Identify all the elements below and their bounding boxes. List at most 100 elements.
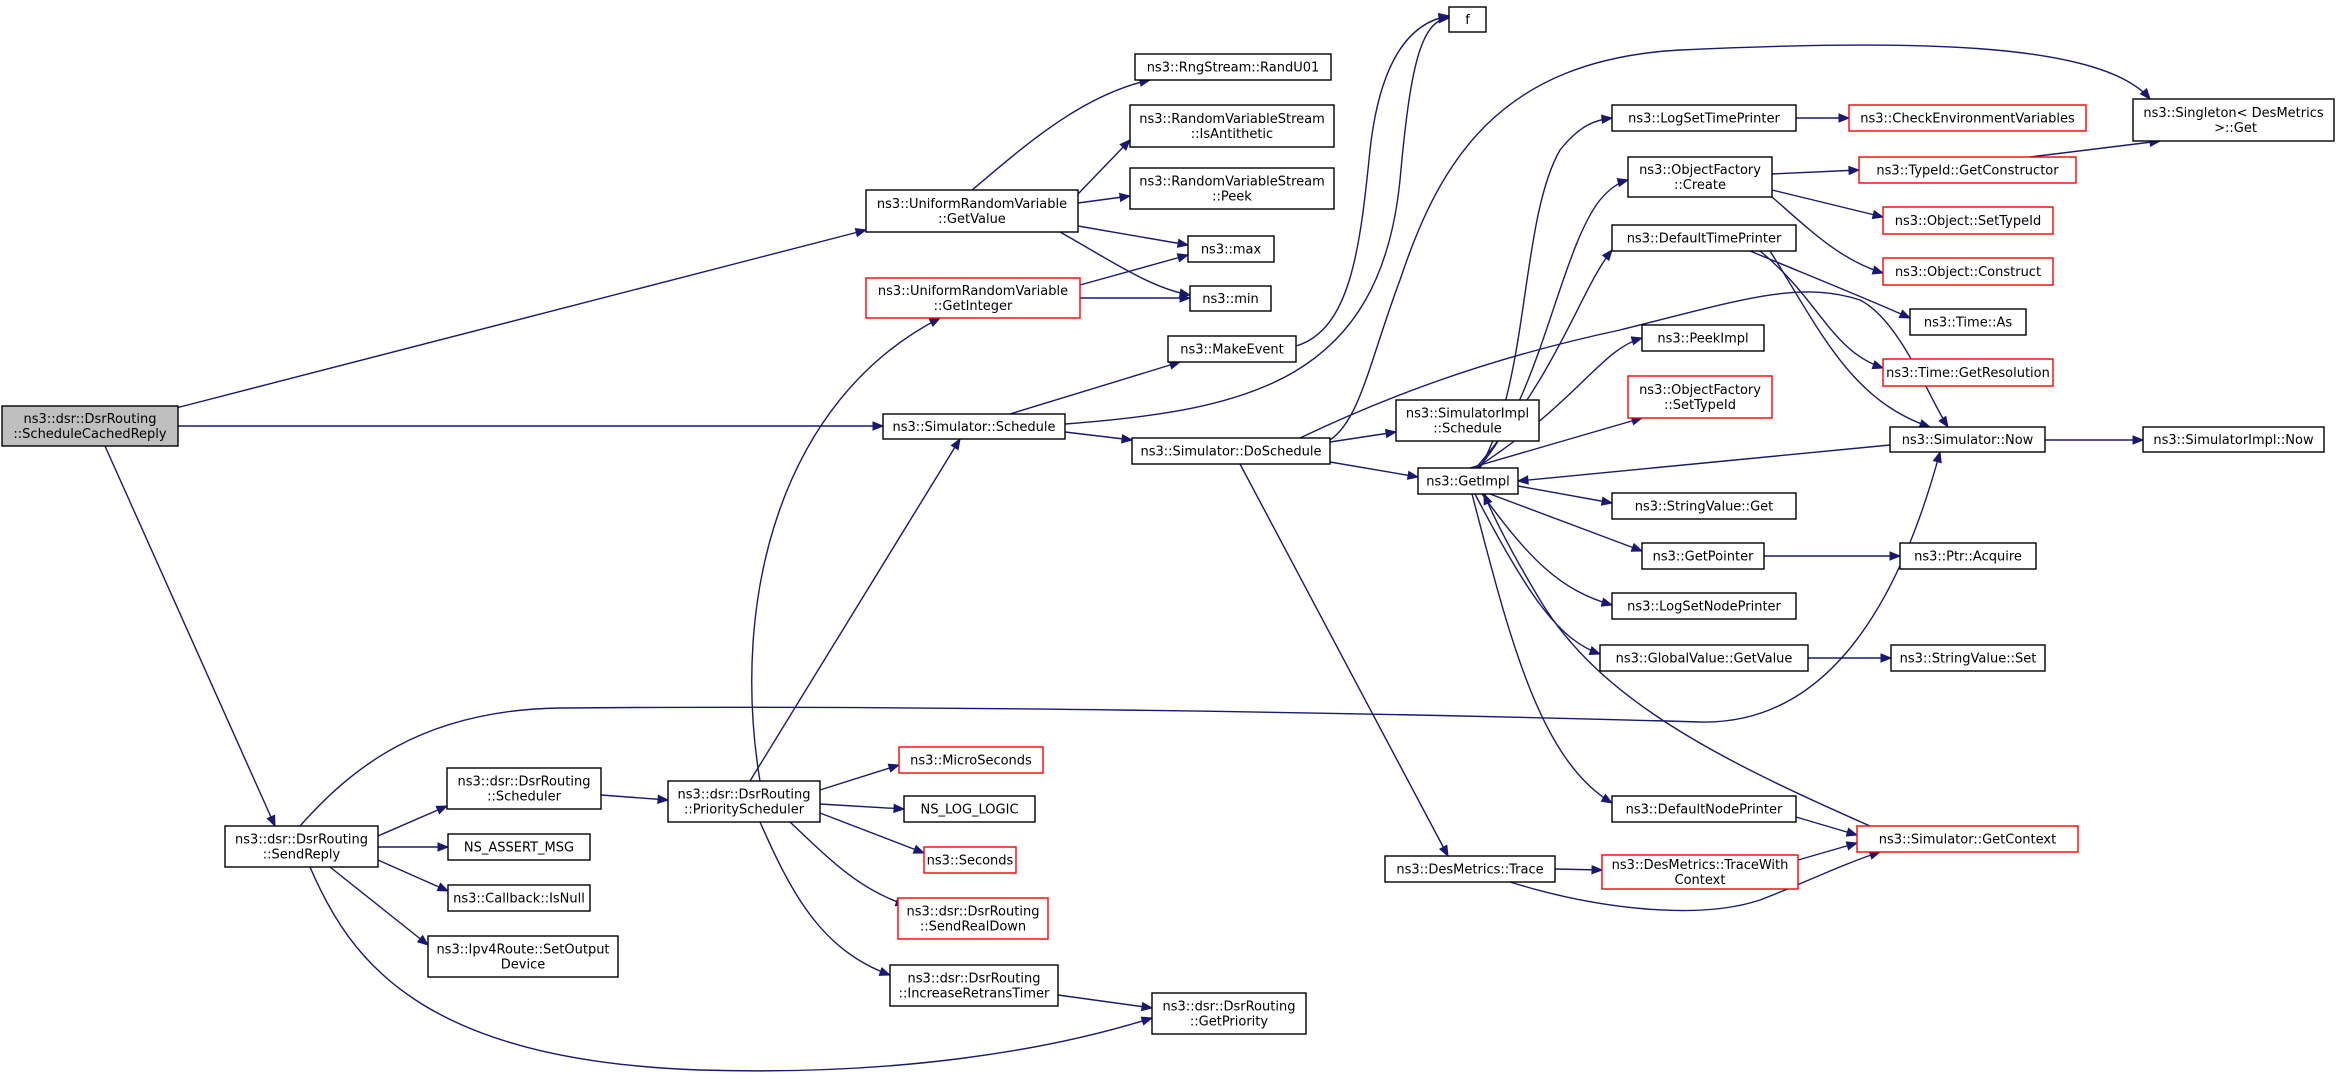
node-box (447, 884, 591, 912)
node-box (1151, 992, 1307, 1035)
node-label: ns3::MicroSeconds (910, 754, 1032, 769)
node-desmetrics-trace[interactable]: ns3::DesMetrics::Trace (1384, 855, 1556, 883)
edge-line (1064, 17, 1450, 425)
edge-line (1769, 250, 1931, 428)
node-getimpl[interactable]: ns3::GetImpl (1417, 467, 1519, 495)
node-label: ns3::Singleton< DesMetrics (2143, 106, 2324, 121)
node-scheduler[interactable]: ns3::dsr::DsrRouting::Scheduler (446, 767, 602, 810)
node-label: ns3::max (1201, 243, 1262, 258)
node-getpointer[interactable]: ns3::GetPointer (1641, 542, 1765, 570)
edge-getimpl-to-peekimpl (1475, 336, 1644, 469)
edge-line (1475, 337, 1643, 469)
edge-line (749, 438, 961, 782)
edge-objfac_create-to-settypeid (1771, 189, 1885, 220)
node-ptr-acquire[interactable]: ns3::Ptr::Acquire (1899, 542, 2037, 570)
node-time-as[interactable]: ns3::Time::As (1909, 308, 2027, 336)
edge-doschedule-to-now (1299, 291, 1949, 439)
node-rngstream-randu01[interactable]: ns3::RngStream::RandU01 (1134, 53, 1332, 81)
edge-getint-to-max (1079, 253, 1190, 286)
edge-line (1759, 250, 1884, 369)
node-priorityscheduler[interactable]: ns3::dsr::DsrRouting::PriorityScheduler (667, 780, 821, 823)
node-label: ns3::DefaultNodePrinter (1626, 803, 1783, 818)
node-simulatorimpl-now[interactable]: ns3::SimulatorImpl::Now (2142, 426, 2325, 453)
node-label: >::Get (2210, 121, 2257, 136)
edge-line (1771, 196, 1884, 274)
node-stringvalue-set[interactable]: ns3::StringValue::Set (1890, 644, 2046, 672)
node-makeevent[interactable]: ns3::MakeEvent (1167, 335, 1297, 363)
node-label: ns3::RandomVariableStream (1139, 112, 1325, 127)
node-min[interactable]: ns3::min (1189, 285, 1272, 312)
edge-getint-to-min (1080, 293, 1192, 303)
edge-arrowhead (657, 794, 670, 804)
node-label: ns3::dsr::DsrRouting (235, 833, 368, 848)
node-box (1611, 795, 1797, 823)
edge-line (104, 445, 276, 827)
edge-arrowhead (1118, 192, 1132, 203)
node-uniform-getinteger[interactable]: ns3::UniformRandomVariable::GetInteger (865, 277, 1081, 319)
node-object-construct[interactable]: ns3::Object::Construct (1882, 257, 2054, 286)
edge-line (751, 317, 941, 782)
edge-arrowhead (266, 814, 276, 828)
edge-arrowhead (1600, 793, 1614, 804)
edge-line (1517, 485, 1613, 504)
node-label: ns3::CheckEnvironmentVariables (1860, 112, 2075, 127)
edge-line (759, 821, 891, 976)
node-getpriority[interactable]: ns3::dsr::DsrRouting::GetPriority (1151, 992, 1307, 1035)
node-peekimpl[interactable]: ns3::PeekImpl (1641, 324, 1765, 352)
node-singleton-get[interactable]: ns3::Singleton< DesMetrics >::Get (2132, 98, 2335, 142)
edge-root-to-sendreply (104, 445, 276, 828)
node-peek[interactable]: ns3::RandomVariableStream::Peek (1129, 167, 1335, 210)
node-simulatorimpl-schedule[interactable]: ns3::SimulatorImpl::Schedule (1395, 399, 1540, 442)
node-globalvalue-getvalue[interactable]: ns3::GlobalValue::GetValue (1599, 644, 1809, 672)
node-box (1134, 53, 1332, 81)
node-ns-log-logic[interactable]: NS_LOG_LOGIC (903, 795, 1036, 823)
node-label: ns3::Simulator::Schedule (892, 420, 1055, 435)
node-logsettimeprinter[interactable]: ns3::LogSetTimePrinter (1611, 104, 1797, 132)
node-simulator-getcontext[interactable]: ns3::Simulator::GetContext (1856, 825, 2079, 853)
node-time-getresolution[interactable]: ns3::Time::GetResolution (1882, 358, 2054, 387)
node-objectfactory-create[interactable]: ns3::ObjectFactory::Create (1627, 156, 1773, 198)
node-sendreply[interactable]: ns3::dsr::DsrRouting::SendReply (224, 825, 379, 868)
node-label: ns3::StringValue::Set (1900, 652, 2037, 667)
node-seconds[interactable]: ns3::Seconds (923, 846, 1017, 874)
node-schedule-cached-reply[interactable]: ns3::dsr::DsrRouting::ScheduleCachedRepl… (1, 405, 179, 447)
node-isantithetic[interactable]: ns3::RandomVariableStream::IsAntithetic (1129, 104, 1335, 148)
node-label: ns3::Ptr::Acquire (1914, 550, 2022, 565)
node-simulator-schedule[interactable]: ns3::Simulator::Schedule (882, 413, 1066, 440)
node-f[interactable]: f (1448, 6, 1487, 33)
node-sendrealdown[interactable]: ns3::dsr::DsrRouting::SendRealDown (897, 897, 1049, 940)
node-box (224, 825, 379, 868)
node-simulator-doschedule[interactable]: ns3::Simulator::DoSchedule (1131, 437, 1331, 465)
node-logsetnodeprinter[interactable]: ns3::LogSetNodePrinter (1611, 592, 1797, 620)
node-box (667, 780, 821, 823)
node-label: ns3::Time::GetResolution (1886, 366, 2050, 381)
node-defaulttimeprinter[interactable]: ns3::DefaultTimePrinter (1611, 224, 1797, 252)
edge-doschedule-to-singleton (1329, 44, 2151, 441)
node-checkenvironmentvariables[interactable]: ns3::CheckEnvironmentVariables (1848, 104, 2087, 132)
node-label: ns3::Object::Construct (1895, 265, 2041, 280)
node-max[interactable]: ns3::max (1187, 235, 1275, 263)
edge-getimpl-to-getpointer (1489, 493, 1644, 552)
node-increaseretranstimer[interactable]: ns3::dsr::DsrRouting::IncreaseRetransTim… (889, 964, 1059, 1007)
node-object-settypeid[interactable]: ns3::Object::SetTypeId (1882, 206, 2054, 235)
node-microseconds[interactable]: ns3::MicroSeconds (898, 746, 1044, 774)
edge-arrowhead (1483, 492, 1493, 506)
node-objectfactory-settypeid[interactable]: ns3::ObjectFactory::SetTypeId (1627, 375, 1773, 419)
edge-arrowhead (1600, 496, 1614, 506)
node-uniform-getvalue[interactable]: ns3::UniformRandomVariable::GetValue (865, 189, 1079, 233)
node-simulator-now[interactable]: ns3::Simulator::Now (1889, 426, 2046, 453)
node-typeid-getconstructor[interactable]: ns3::TypeId::GetConstructor (1858, 156, 2077, 184)
node-ns-assert-msg[interactable]: NS_ASSERT_MSG (447, 833, 591, 861)
edge-prio-to-seconds (819, 812, 926, 854)
node-callback-isnull[interactable]: ns3::Callback::IsNull (447, 884, 591, 912)
node-label: ns3::StringValue::Get (1635, 500, 1773, 515)
edge-arrowhead (912, 844, 926, 854)
node-stringvalue-get[interactable]: ns3::StringValue::Get (1611, 492, 1797, 520)
edge-doschedule-to-simimpl_sched (1329, 428, 1398, 443)
edge-line (1329, 431, 1397, 443)
node-defaultnodeprinter[interactable]: ns3::DefaultNodePrinter (1611, 795, 1797, 823)
node-box (898, 746, 1044, 774)
